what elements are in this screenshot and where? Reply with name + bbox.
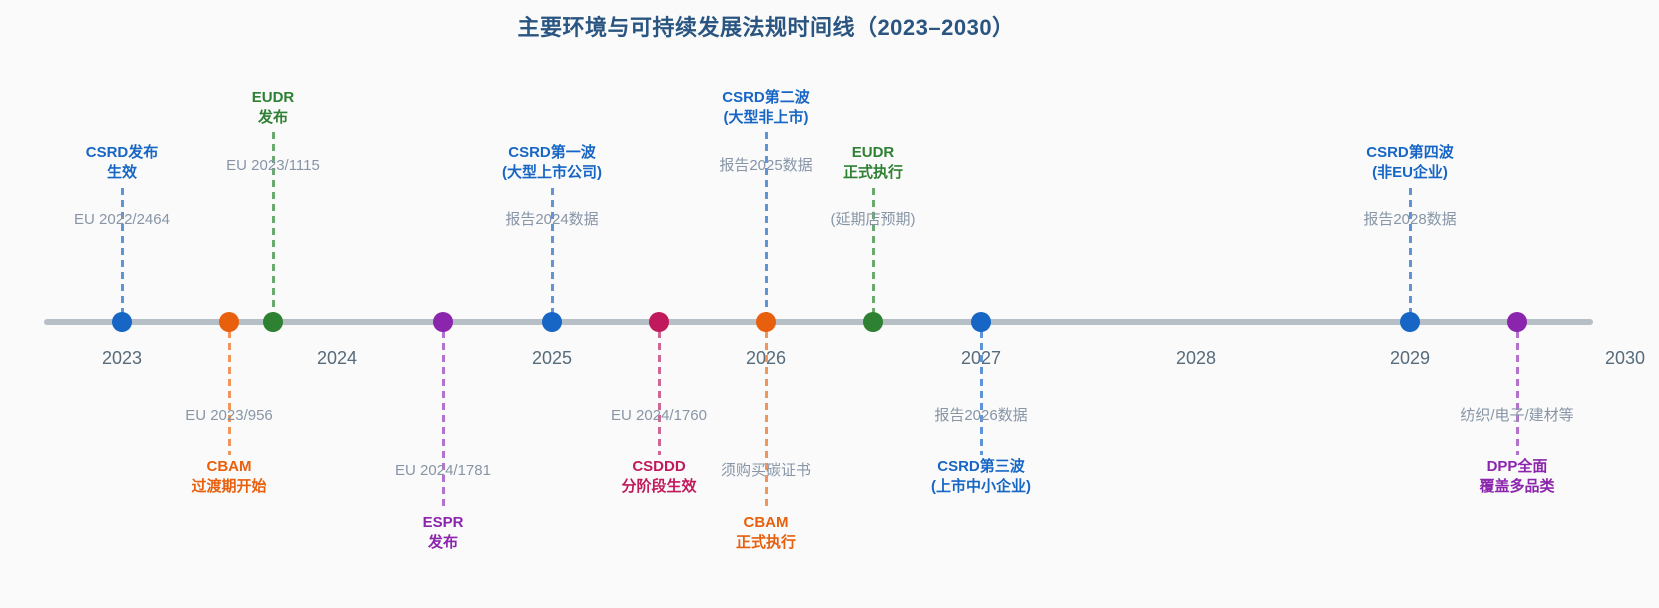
event-connector-line xyxy=(271,132,275,313)
event-connector-line xyxy=(1515,331,1519,455)
event-note: (延期店预期) xyxy=(830,211,916,228)
event-label-line1: EUDR xyxy=(851,144,895,161)
event-note: EU 2023/956 xyxy=(185,407,273,424)
event-label-line2: 覆盖多品类 xyxy=(1479,478,1555,495)
year-label-2028: 2028 xyxy=(1175,348,1217,368)
event-connector-line xyxy=(1408,188,1412,313)
event-dot xyxy=(263,312,283,332)
event-label: CSRD第四波 (非EU企业) xyxy=(1366,143,1454,183)
event-label-line2: 正式执行 xyxy=(735,534,797,551)
event-label-line2: (大型非上市) xyxy=(723,109,809,126)
event-dot xyxy=(433,312,453,332)
event-label-line1: CSRD第二波 xyxy=(722,89,810,106)
year-label-2023: 2023 xyxy=(101,348,143,368)
event-label-line2: 分阶段生效 xyxy=(621,478,697,495)
event-note: 须购买碳证书 xyxy=(720,462,812,479)
event-label-line2: (非EU企业) xyxy=(1372,164,1448,181)
event-label-line2: 正式执行 xyxy=(842,164,904,181)
event-dot xyxy=(756,312,776,332)
event-note: 报告2028数据 xyxy=(1363,211,1457,228)
chart-title: 主要环境与可持续发展法规时间线（2023–2030） xyxy=(517,15,1015,40)
event-note: EU 2024/1781 xyxy=(395,462,491,479)
event-label: EUDR 发布 xyxy=(252,88,295,128)
event-label: CSRD第二波 (大型非上市) xyxy=(722,88,810,128)
year-label-2029: 2029 xyxy=(1389,348,1431,368)
event-label: CSRD发布生效 xyxy=(86,143,159,183)
event-label: CSRD第一波 (大型上市公司) xyxy=(502,143,602,183)
event-label: CBAM 正式执行 xyxy=(736,513,796,553)
event-label-line1: EUDR xyxy=(251,89,295,106)
event-note: EU 2022/2464 xyxy=(74,211,170,228)
event-dot xyxy=(1400,312,1420,332)
event-connector-line xyxy=(120,188,124,313)
event-label-line1: CSRD第三波 xyxy=(937,458,1025,475)
event-note: EU 2023/1115 xyxy=(226,157,320,174)
event-connector-line xyxy=(871,188,875,313)
event-label-line2: 发布 xyxy=(427,534,459,551)
event-dot xyxy=(971,312,991,332)
event-label-line1: CSRD第四波 xyxy=(1366,144,1454,161)
event-connector-line xyxy=(441,331,445,511)
event-label-line1: CSRD第一波 xyxy=(508,144,596,161)
event-label: DPP全面覆盖多品类 xyxy=(1479,457,1554,497)
event-connector-line xyxy=(550,188,554,313)
event-connector-line xyxy=(764,331,768,511)
event-dot xyxy=(649,312,669,332)
event-label: CSDDD 分阶段生效 xyxy=(621,457,696,497)
event-dot xyxy=(1507,312,1527,332)
year-label-2025: 2025 xyxy=(531,348,573,368)
event-label: EUDR 正式执行 xyxy=(843,143,903,183)
event-label-line2: 过渡期开始 xyxy=(191,478,267,495)
event-label-line2: (大型上市公司) xyxy=(502,164,602,181)
event-label-line2: 生效 xyxy=(106,164,138,181)
event-label-line1: DPP全面 xyxy=(1486,458,1548,475)
event-connector-line xyxy=(657,331,661,455)
event-label-line2: 发布 xyxy=(257,109,289,126)
timeline-axis xyxy=(44,319,1593,325)
event-label: CBAM 过渡期开始 xyxy=(191,457,266,497)
event-note: 报告2025数据 xyxy=(719,157,813,174)
event-note: 报告2026数据 xyxy=(934,407,1028,424)
event-label-line2: (上市中小企业) xyxy=(931,478,1031,495)
year-label-2024: 2024 xyxy=(316,348,358,368)
event-connector-line xyxy=(227,331,231,455)
event-dot xyxy=(542,312,562,332)
event-label-line1: CBAM xyxy=(206,458,252,475)
event-connector-line xyxy=(979,331,983,455)
event-label: ESPR 发布 xyxy=(423,513,464,553)
event-note: 纺织/电子/建材等 xyxy=(1460,407,1574,424)
event-note: 报告2024数据 xyxy=(505,211,599,228)
event-label-line1: CSDDD xyxy=(632,458,686,475)
event-label-line1: CBAM xyxy=(743,514,789,531)
event-dot xyxy=(219,312,239,332)
event-label-line1: ESPR xyxy=(422,514,464,531)
event-dot xyxy=(112,312,132,332)
event-note: EU 2024/1760 xyxy=(611,407,707,424)
event-connector-line xyxy=(764,132,768,313)
event-label: CSRD第三波 (上市中小企业) xyxy=(931,457,1031,497)
event-dot xyxy=(863,312,883,332)
event-label-line1: CSRD发布 xyxy=(85,144,159,161)
year-label-2030: 2030 xyxy=(1604,348,1646,368)
